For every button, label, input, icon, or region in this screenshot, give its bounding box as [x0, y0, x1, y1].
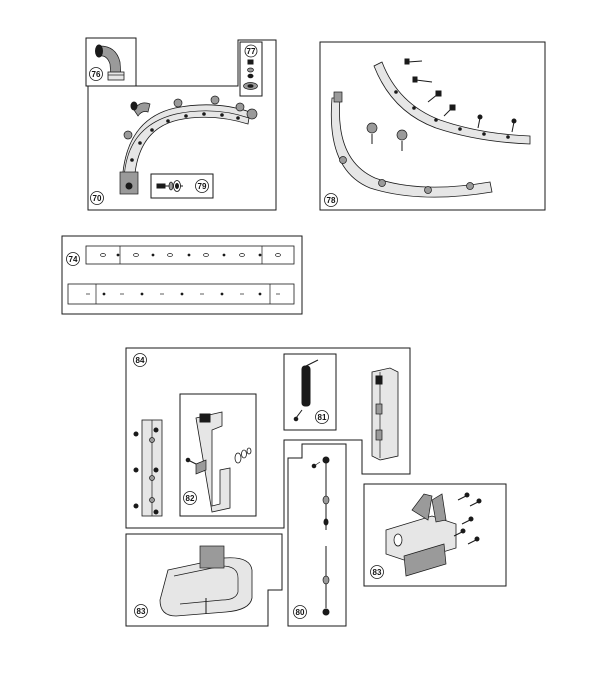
callout-label-81: 81: [318, 413, 327, 422]
panel-part-83-holder: 83: [125, 533, 283, 627]
bolt-assembly: [156, 180, 183, 192]
callout-circle-74: [66, 252, 80, 266]
screws-83: [453, 492, 482, 545]
curved-rail-78: [330, 91, 493, 198]
panel-part-83-clamp: 83: [363, 483, 507, 587]
panel-part-70: 77: [87, 39, 277, 211]
callout-circle-83-clamp: [370, 565, 384, 579]
callout-circle-80: [293, 605, 307, 619]
panel-part-81: 81: [283, 353, 337, 431]
callout-label-83-holder: 83: [137, 607, 146, 616]
straight-rail-78: [373, 61, 531, 145]
flat-bar-bottom: [67, 283, 295, 305]
callout-circle-84: [133, 353, 147, 367]
spring-81: [293, 359, 319, 422]
clip-bracket-82: [185, 411, 231, 513]
nuts-78: [366, 122, 408, 151]
callout-label-78: 78: [327, 196, 336, 205]
panel-part-77: 77: [239, 41, 263, 97]
callout-label-70: 70: [93, 194, 102, 203]
callout-circle-77: [244, 44, 258, 58]
callout-label-83-clamp: 83: [373, 568, 382, 577]
nut-washer-stack: [243, 59, 258, 90]
rod-assembly-80: [311, 456, 330, 616]
callout-label-77: 77: [247, 47, 256, 56]
callout-label-82: 82: [186, 494, 195, 503]
callout-circle-82: [183, 491, 197, 505]
callout-label-76: 76: [92, 70, 101, 79]
washers-82: [234, 447, 252, 464]
callout-label-79: 79: [198, 182, 207, 191]
vertical-channel-84: [371, 367, 399, 461]
callout-circle-70: [90, 191, 104, 205]
callout-circle-79: [195, 179, 209, 193]
panel-part-82: 82: [179, 393, 257, 517]
flat-bar-top: [85, 245, 295, 265]
panel-part-74: 74: [61, 235, 303, 315]
callout-label-80: 80: [296, 608, 305, 617]
callout-circle-78: [324, 193, 338, 207]
callout-label-84: 84: [136, 356, 145, 365]
panel-part-80: 80: [287, 443, 347, 627]
clamp-block: [385, 493, 457, 577]
curved-rail-assembly: [119, 95, 258, 195]
panel-part-78: 78: [319, 41, 546, 211]
panel-part-84: 84: [125, 347, 411, 529]
elbow-fitting: [95, 44, 125, 81]
callout-circle-83-holder: [134, 604, 148, 618]
u-shaped-holder: [159, 545, 253, 617]
bolts-78: [404, 58, 517, 133]
panel-part-79: 79: [150, 173, 214, 199]
callout-circle-81: [315, 410, 329, 424]
callout-label-74: 74: [69, 255, 78, 264]
panel-part-76: 76: [85, 37, 137, 87]
mounting-bracket-84: [133, 419, 163, 517]
callout-circle-76: [89, 67, 103, 81]
